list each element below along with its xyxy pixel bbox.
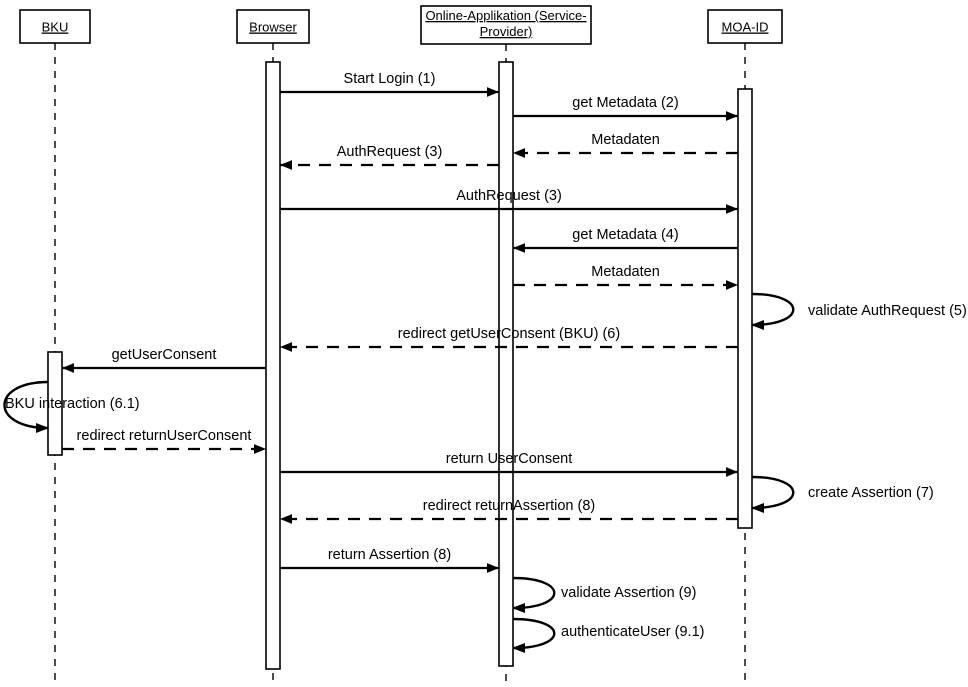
self-message-label-s4: validate Assertion (9) bbox=[561, 585, 696, 601]
lifelines-layer: BKU Browser Online-Applikation (Service-Pr… bbox=[19, 5, 783, 683]
lifeline-moaid: MOA-ID bbox=[707, 9, 783, 683]
message-label-m4: AuthRequest (3) bbox=[337, 144, 443, 160]
self-message-label-s2: BKU interaction (6.1) bbox=[5, 396, 140, 412]
activation-bar-sp[interactable] bbox=[498, 61, 514, 667]
self-message-s2[interactable]: BKU interaction (6.1) bbox=[3, 380, 140, 433]
message-label-m2: get Metadata (2) bbox=[572, 95, 678, 111]
message-label-m6: get Metadata (4) bbox=[572, 227, 678, 243]
lifeline-header-box-sp[interactable] bbox=[420, 5, 592, 45]
message-label-m8: redirect getUserConsent (BKU) (6) bbox=[398, 326, 620, 342]
self-message-s3[interactable]: create Assertion (7) bbox=[751, 475, 934, 513]
lifeline-header-label-moaid: MOA-ID bbox=[722, 20, 769, 35]
self-message-arrow-s1[interactable] bbox=[751, 292, 795, 330]
self-message-label-s1: validate AuthRequest (5) bbox=[808, 303, 967, 319]
message-m8[interactable]: redirect getUserConsent (BKU) (6) bbox=[280, 326, 738, 352]
message-m6[interactable]: get Metadata (4) bbox=[513, 227, 738, 253]
self-message-label-s5: authenticateUser (9.1) bbox=[561, 624, 704, 640]
lifeline-header-label-browser: Browser bbox=[249, 20, 297, 35]
self-messages-layer: validate AuthRequest (5) BKU interaction … bbox=[3, 292, 967, 653]
message-label-m3: Metadaten bbox=[591, 132, 660, 148]
activation-bar-bku[interactable] bbox=[47, 351, 63, 456]
self-message-arrow-s3[interactable] bbox=[751, 475, 795, 513]
lifeline-header-box-moaid[interactable] bbox=[707, 9, 783, 44]
activation-bar-browser[interactable] bbox=[265, 61, 281, 670]
message-m10[interactable]: redirect returnUserConsent bbox=[62, 428, 266, 454]
message-label-m5: AuthRequest (3) bbox=[456, 188, 562, 204]
message-m3[interactable]: Metadaten bbox=[513, 132, 738, 158]
message-m4[interactable]: AuthRequest (3) bbox=[280, 144, 499, 170]
lifeline-sp: Online-Applikation (Service-Provider) bbox=[420, 5, 592, 683]
lifeline-header-box-bku[interactable] bbox=[19, 9, 91, 44]
self-message-arrow-s4[interactable] bbox=[512, 576, 556, 613]
activation-bar-moaid[interactable] bbox=[737, 88, 753, 529]
lifeline-header-box-browser[interactable] bbox=[236, 9, 310, 44]
message-m9[interactable]: getUserConsent bbox=[62, 347, 266, 373]
message-label-m10: redirect returnUserConsent bbox=[77, 428, 252, 444]
message-m12[interactable]: redirect returnAssertion (8) bbox=[280, 498, 738, 524]
messages-layer: Start Login (1) get Metadata (2) Metadaten… bbox=[62, 71, 738, 573]
self-message-arrow-s5[interactable] bbox=[512, 617, 556, 653]
message-label-m9: getUserConsent bbox=[112, 347, 217, 363]
message-m5[interactable]: AuthRequest (3) bbox=[280, 188, 738, 214]
lifeline-header-label-sp: Online-Applikation (Service-Provider) bbox=[425, 8, 586, 39]
message-m7[interactable]: Metadaten bbox=[513, 264, 738, 290]
message-label-m12: redirect returnAssertion (8) bbox=[423, 498, 595, 514]
message-label-m11: return UserConsent bbox=[446, 451, 573, 467]
message-label-m1: Start Login (1) bbox=[344, 71, 436, 87]
message-m11[interactable]: return UserConsent bbox=[280, 451, 738, 477]
lifeline-bku: BKU bbox=[19, 9, 91, 683]
message-label-m13: return Assertion (8) bbox=[328, 547, 451, 563]
self-message-s5[interactable]: authenticateUser (9.1) bbox=[512, 617, 704, 653]
self-message-s1[interactable]: validate AuthRequest (5) bbox=[751, 292, 967, 330]
message-m1[interactable]: Start Login (1) bbox=[280, 71, 499, 97]
lifeline-header-label-bku: BKU bbox=[42, 20, 69, 35]
lifeline-browser: Browser bbox=[236, 9, 310, 683]
message-m13[interactable]: return Assertion (8) bbox=[280, 547, 499, 573]
self-message-arrow-s2[interactable] bbox=[3, 380, 49, 433]
message-m2[interactable]: get Metadata (2) bbox=[513, 95, 738, 121]
message-label-m7: Metadaten bbox=[591, 264, 660, 280]
self-message-label-s3: create Assertion (7) bbox=[808, 485, 934, 501]
self-message-s4[interactable]: validate Assertion (9) bbox=[512, 576, 696, 613]
